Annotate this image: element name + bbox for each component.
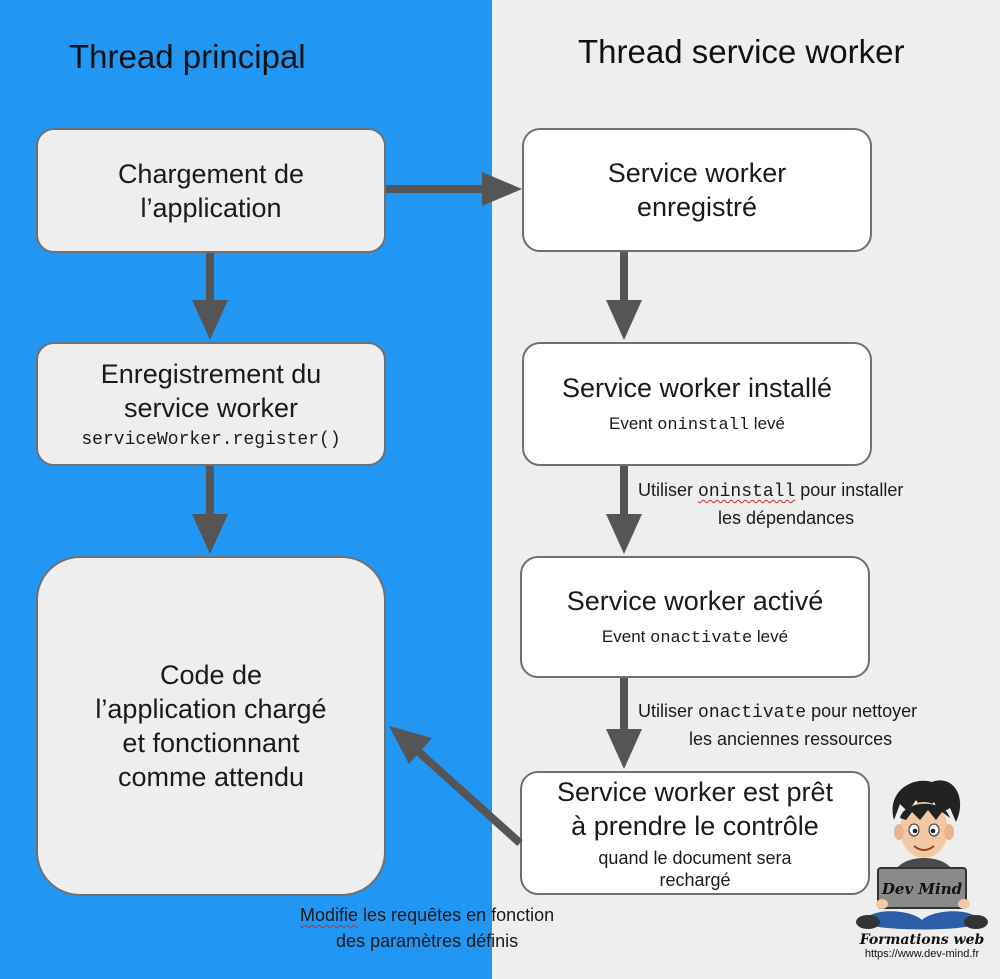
main-thread-title: Thread principal xyxy=(69,38,306,75)
app-loading-box: Chargement de l’application xyxy=(36,128,386,253)
sw-activated-box: Service worker activé Event onactivate l… xyxy=(520,556,870,678)
note-prefix: Utiliser xyxy=(638,480,694,500)
note-prefix: Utiliser xyxy=(638,701,694,721)
box-text-line: service worker xyxy=(123,393,299,423)
box-text-line: Code de xyxy=(159,660,263,690)
box-text-line: l’application xyxy=(140,192,282,223)
arrow-down xyxy=(606,678,642,769)
box-text-line: et fonctionnant xyxy=(122,728,300,758)
note-word: Modifie xyxy=(300,905,359,925)
box-text-line: Service worker xyxy=(607,158,787,188)
arrow-diagonal xyxy=(389,726,523,846)
sw-installed-title: Service worker installé xyxy=(561,373,833,403)
event-prefix: Event xyxy=(601,627,646,646)
arrow-down xyxy=(192,466,228,554)
app-running-box: Code de l’application chargé et fonction… xyxy=(36,556,386,896)
box-subtext-line: quand le document sera xyxy=(598,848,792,868)
note-suffix: pour nettoyer xyxy=(811,701,918,721)
note-code: onactivate xyxy=(698,703,807,723)
note-rest: les requêtes en fonction xyxy=(363,905,555,925)
note-code: oninstall xyxy=(698,482,796,502)
event-code: oninstall xyxy=(657,416,750,435)
arrow-down xyxy=(606,252,642,340)
event-prefix: Event xyxy=(609,414,653,433)
developer-mascot-icon: Dev Mind xyxy=(856,780,988,930)
box-text-line: à prendre le contrôle xyxy=(571,811,819,841)
box-text-line: Chargement de xyxy=(117,158,305,189)
service-worker-thread-title: Thread service worker xyxy=(578,33,905,70)
box-text-line: Service worker est prêt xyxy=(556,777,834,807)
arrow-down xyxy=(192,253,228,340)
box-subtext-line: rechargé xyxy=(659,870,731,890)
sw-installed-box: Service worker installé Event oninstall … xyxy=(522,342,872,466)
box-text-line: Enregistrement du xyxy=(100,359,322,389)
event-suffix: levé xyxy=(753,414,785,433)
box-text-line: l’application chargé xyxy=(95,694,327,724)
sw-activated-title: Service worker activé xyxy=(566,586,824,616)
note-line2: les anciennes ressources xyxy=(689,729,893,749)
box-text-line: enregistré xyxy=(636,192,758,222)
logo-caption: Formations web https://www.dev-mind.fr xyxy=(852,932,992,960)
arrow-right xyxy=(386,172,522,206)
register-code: serviceWorker.register() xyxy=(81,430,341,450)
dev-mind-logo: Dev Mind xyxy=(852,772,992,972)
onactivate-note: Utiliser onactivate pour nettoyer les an… xyxy=(638,698,917,752)
logo-title: Formations web xyxy=(859,932,985,948)
sw-registration-box: Enregistrement du service worker service… xyxy=(36,342,386,466)
event-suffix: levé xyxy=(756,627,789,646)
event-code: onactivate xyxy=(650,629,753,648)
arrow-down xyxy=(606,466,642,554)
note-line2: les dépendances xyxy=(718,508,855,528)
sw-ready-box: Service worker est prêt à prendre le con… xyxy=(520,771,870,895)
oninstall-note: Utiliser oninstall pour installer les dé… xyxy=(638,477,903,531)
box-text-line: comme attendu xyxy=(117,762,305,792)
sw-registered-box: Service worker enregistré xyxy=(522,128,872,252)
logo-url: https://www.dev-mind.fr xyxy=(864,948,980,960)
logo-badge: Dev Mind xyxy=(881,880,963,898)
modify-requests-note: Modifie les requêtes en fonction des par… xyxy=(300,902,554,954)
note-line2: des paramètres définis xyxy=(336,931,519,951)
note-suffix: pour installer xyxy=(800,480,904,500)
